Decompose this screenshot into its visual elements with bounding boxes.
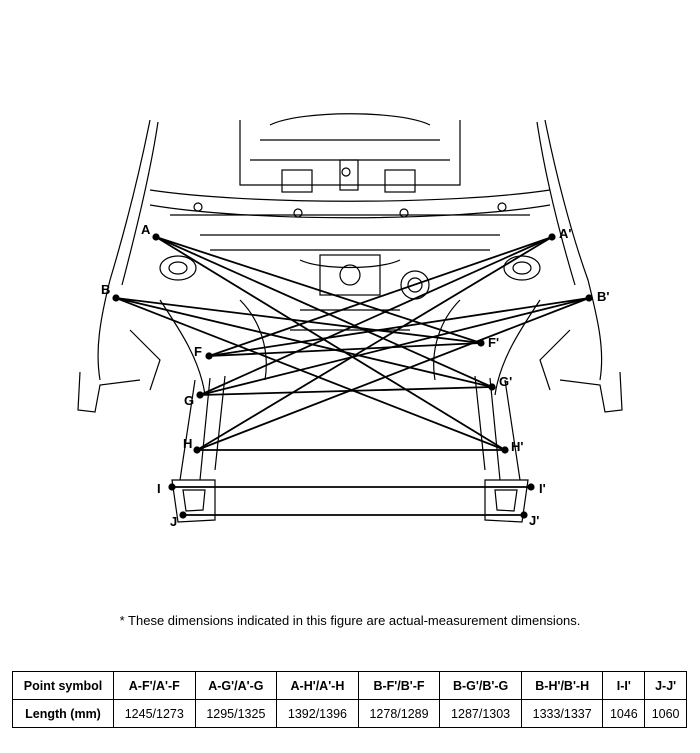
measurement-line <box>199 386 493 396</box>
measurement-point-dot <box>501 446 509 454</box>
table-cell-length: 1295/1325 <box>194 699 278 728</box>
measurement-point-label: J' <box>529 513 539 528</box>
measurement-line <box>208 297 590 357</box>
dimension-table: Point symbol A-F'/A'-F A-G'/A'-G A-H'/A'… <box>12 671 687 728</box>
measurement-point-label: B <box>101 282 110 297</box>
table-cell-symbol: B-F'/B'-F <box>357 671 441 700</box>
measurement-lines <box>115 236 590 516</box>
vehicle-body-outline <box>77 113 623 523</box>
measurement-point-dot <box>112 294 120 302</box>
measurement-point-dot <box>488 383 496 391</box>
measurement-point-label: I' <box>539 481 546 496</box>
measurement-points: A A' B B' F F' G G' H H' I I' J J' <box>101 222 609 529</box>
table-cell-symbol: A-F'/A'-F <box>113 671 196 700</box>
body-dimension-diagram: A A' B B' F F' G G' H H' I I' J J' <box>77 113 623 529</box>
measurement-point-label: J <box>170 514 177 529</box>
table-cell-symbol: B-H'/B'-H <box>520 671 604 700</box>
measurement-point-dot <box>477 339 485 347</box>
measurement-point-dot <box>168 483 176 491</box>
table-row: Length (mm) 1245/1273 1295/1325 1392/139… <box>12 699 687 728</box>
table-cell-length: 1245/1273 <box>113 699 196 728</box>
row-header-length: Length (mm) <box>12 699 114 728</box>
table-cell-symbol: A-G'/A'-G <box>194 671 278 700</box>
measurement-point-dot <box>585 294 593 302</box>
measurement-point-label: F' <box>488 335 499 350</box>
table-cell-length: 1287/1303 <box>439 699 522 728</box>
table-cell-length: 1278/1289 <box>357 699 441 728</box>
measurement-point-label: F <box>194 344 202 359</box>
measurement-line <box>208 342 482 357</box>
measurement-line <box>208 236 553 357</box>
measurement-note: * These dimensions indicated in this fig… <box>119 613 581 628</box>
measurement-line <box>115 297 482 344</box>
table-cell-symbol: B-G'/B'-G <box>439 671 522 700</box>
measurement-point-label: G <box>184 393 194 408</box>
measurement-point-label: H' <box>511 439 523 454</box>
measurement-line <box>155 236 493 388</box>
table-cell-symbol: A-H'/A'-H <box>276 671 359 700</box>
measurement-point-label: H <box>183 436 192 451</box>
measurement-point-dot <box>520 511 528 519</box>
measurement-point-label: I <box>157 481 161 496</box>
measurement-point-label: A <box>141 222 151 237</box>
measurement-line <box>199 236 553 396</box>
measurement-point-dot <box>205 352 213 360</box>
measurement-point-dot <box>152 233 160 241</box>
table-row: Point symbol A-F'/A'-F A-G'/A'-G A-H'/A'… <box>12 671 687 700</box>
measurement-line <box>196 297 590 451</box>
measurement-line <box>155 236 482 344</box>
measurement-point-dot <box>193 446 201 454</box>
measurement-line <box>115 297 493 388</box>
table-cell-length: 1060 <box>644 699 687 728</box>
measurement-line <box>155 236 506 451</box>
measurement-line <box>115 297 506 451</box>
table-cell-symbol: J-J' <box>644 671 687 700</box>
measurement-point-dot <box>196 391 204 399</box>
table-cell-length: 1333/1337 <box>520 699 604 728</box>
measurement-point-label: B' <box>597 289 609 304</box>
measurement-point-dot <box>527 483 535 491</box>
table-cell-symbol: I-I' <box>602 671 646 700</box>
measurement-point-label: A' <box>559 226 571 241</box>
measurement-line <box>196 236 553 451</box>
row-header-point-symbol: Point symbol <box>12 671 114 700</box>
measurement-point-label: G' <box>499 374 512 389</box>
table-cell-length: 1046 <box>602 699 646 728</box>
table-cell-length: 1392/1396 <box>276 699 359 728</box>
measurement-point-dot <box>179 511 187 519</box>
measurement-point-dot <box>548 233 556 241</box>
